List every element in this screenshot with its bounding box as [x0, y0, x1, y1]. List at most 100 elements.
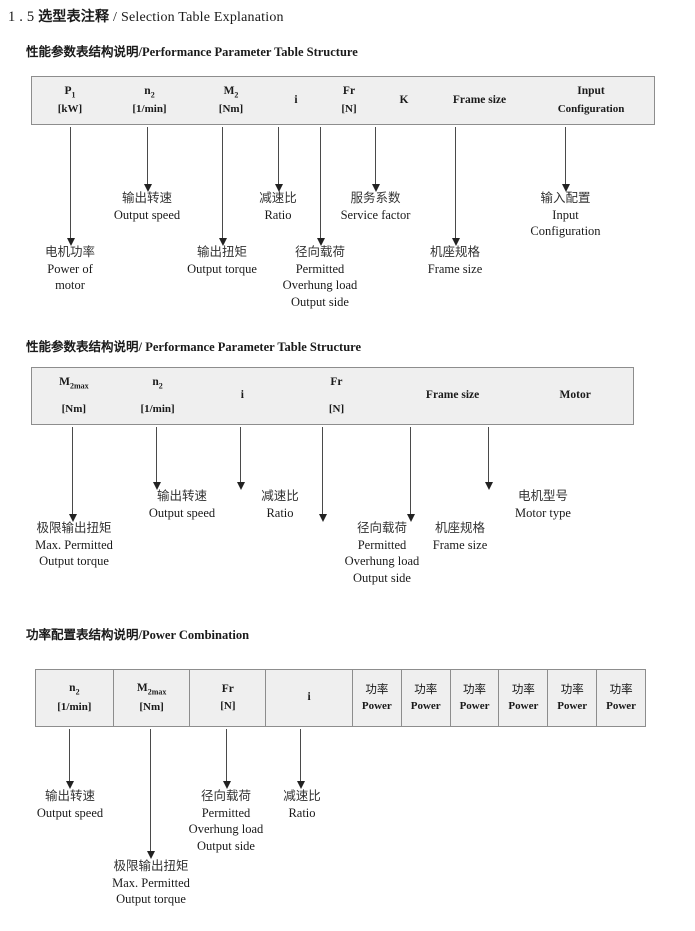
section-1-heading-separator: /: [138, 45, 142, 59]
annotation-overhung-load-1: 径向载荷 Permitted Overhung load Output side: [260, 244, 380, 311]
annotation-power-of-motor-en1: Power of: [47, 261, 93, 276]
annotation-output-speed-3: 输出转速 Output speed: [10, 788, 130, 821]
table1-col-m2: M2 [Nm]: [191, 77, 271, 124]
annotation-input-configuration-en1: Input: [552, 207, 579, 222]
arrow-to-input-configuration: [561, 127, 570, 192]
table3-col-power-4-cn: 功率: [511, 681, 535, 696]
annotation-input-configuration-en2: Configuration: [530, 224, 601, 239]
annotation-output-speed-1-cn: 输出转速: [121, 190, 172, 205]
annotation-motor-type-en: Motor type: [515, 505, 571, 520]
table2-col-n2-unit: [1/min]: [140, 403, 175, 416]
arrow-to-overhung-load-2: [318, 427, 327, 522]
table1-col-p1: P1 [kW]: [32, 77, 108, 124]
arrow-to-motor-type: [484, 427, 493, 490]
arrow-to-max-permitted-output-torque-2: [68, 427, 77, 522]
table3-col-fr-unit: [N]: [220, 700, 236, 713]
arrow-to-output-speed: [143, 127, 152, 192]
table2-col-frame-size: Frame size: [388, 368, 518, 424]
annotation-overhung-load-2: 径向载荷 Permitted Overhung load Output side: [322, 520, 442, 587]
table1-col-n2-symbol: n2: [144, 84, 155, 99]
annotation-service-factor-cn: 服务系数: [350, 190, 401, 205]
section-1-heading: 性能参数表结构说明/Performance Parameter Table St…: [26, 41, 358, 60]
annotation-frame-size-1-en: Frame size: [427, 261, 483, 276]
table3-col-power-5-cn: 功率: [560, 681, 584, 696]
annotation-ratio-2-cn: 减速比: [261, 488, 299, 503]
table1-col-frame-size: Frame size: [431, 77, 528, 124]
annotation-overhung-load-1-en3: Output side: [291, 294, 349, 309]
table3-col-i: i: [265, 670, 352, 726]
table1-col-n2: n2 [1/min]: [108, 77, 191, 124]
page-title: 1 . 5 选型表注释 / Selection Table Explanatio…: [8, 6, 284, 26]
arrow-to-output-speed-3: [65, 729, 74, 789]
arrow-to-service-factor: [371, 127, 380, 192]
table2-col-frame-size-label: Frame size: [425, 389, 480, 402]
page-title-number: 1 . 5: [8, 9, 35, 25]
annotation-overhung-load-2-en1: Permitted: [357, 537, 407, 552]
annotation-output-speed-2: 输出转速 Output speed: [122, 488, 242, 521]
annotation-ratio-3-cn: 减速比: [283, 788, 321, 803]
table3-col-power-6-en: Power: [606, 700, 637, 713]
arrow-to-frame-size: [451, 127, 460, 246]
table3-col-n2-unit: [1/min]: [57, 700, 92, 713]
table3-col-power-3-cn: 功率: [463, 681, 487, 696]
table2-col-i-symbol: i: [240, 389, 244, 402]
annotation-ratio-1-en: Ratio: [264, 207, 292, 222]
annotation-overhung-load-3-en2: Overhung load: [188, 822, 264, 837]
arrow-to-overhung-load-3: [222, 729, 231, 789]
table1-col-p1-unit: [kW]: [57, 103, 83, 116]
table2-col-motor: Motor: [517, 368, 633, 424]
annotation-ratio-3: 减速比 Ratio: [262, 788, 342, 821]
annotation-overhung-load-2-en2: Overhung load: [344, 554, 420, 569]
table3-col-power-2-en: Power: [410, 700, 441, 713]
table1-col-i-symbol: i: [294, 93, 298, 106]
table3-col-m2max-unit: [Nm]: [139, 700, 164, 713]
annotation-max-torque-3-en1: Max. Permitted: [112, 875, 190, 890]
annotation-power-of-motor: 电机功率 Power of motor: [20, 244, 120, 294]
annotation-max-torque-3-en2: Output torque: [116, 892, 186, 907]
annotation-output-torque-cn: 输出扭矩: [196, 244, 247, 259]
annotation-power-of-motor-en2: motor: [55, 278, 85, 293]
table1-col-m2-symbol: M2: [223, 84, 239, 99]
page-title-chinese: 选型表注释: [38, 9, 110, 25]
annotation-output-speed-2-en: Output speed: [148, 505, 216, 520]
table3-col-power-2-cn: 功率: [414, 681, 438, 696]
section-1-heading-chinese: 性能参数表结构说明: [26, 44, 139, 59]
table3-col-power-1-en: Power: [361, 700, 392, 713]
table2-col-m2max: M2max [Nm]: [32, 368, 116, 424]
table3-col-power-6: 功率 Power: [596, 670, 645, 726]
annotation-max-permitted-output-torque-2: 极限输出扭矩 Max. Permitted Output torque: [14, 520, 134, 570]
table2-col-fr-unit: [N]: [328, 402, 345, 415]
annotation-output-speed-1: 输出转速 Output speed: [87, 190, 207, 223]
annotation-output-speed-1-en: Output speed: [113, 207, 181, 222]
table1-col-input-configuration-line1: Input: [577, 85, 605, 98]
annotation-motor-type-cn: 电机型号: [517, 488, 568, 503]
table3-col-power-5: 功率 Power: [547, 670, 596, 726]
table2-col-n2: n2 [1/min]: [116, 368, 200, 424]
annotation-max-torque-3-cn: 极限输出扭矩: [113, 858, 189, 873]
arrow-to-output-torque: [218, 127, 227, 246]
annotation-overhung-load-1-cn: 径向载荷: [294, 244, 345, 259]
table3-col-fr-symbol: Fr: [221, 682, 234, 695]
table3-col-power-5-en: Power: [557, 700, 588, 713]
table3-col-power-6-cn: 功率: [609, 681, 633, 696]
annotation-input-configuration: 输入配置 Input Configuration: [508, 190, 623, 240]
page-title-separator: /: [113, 10, 118, 25]
table3-col-power-3: 功率 Power: [449, 670, 499, 726]
table1-col-k-symbol: K: [399, 93, 409, 106]
annotation-output-torque-en: Output torque: [187, 261, 257, 276]
table1-col-fr: Fr [N]: [321, 77, 377, 124]
annotation-overhung-load-3-en3: Output side: [197, 838, 255, 853]
annotation-overhung-load-2-cn: 径向载荷: [356, 520, 407, 535]
annotation-output-speed-2-cn: 输出转速: [156, 488, 207, 503]
annotation-overhung-load-3-cn: 径向载荷: [200, 788, 251, 803]
annotation-service-factor-en: Service factor: [340, 207, 411, 222]
annotation-frame-size-2-en: Frame size: [432, 537, 488, 552]
annotation-output-speed-3-cn: 输出转速: [44, 788, 95, 803]
section-3-heading: 功率配置表结构说明/Power Combination: [26, 624, 249, 643]
annotation-output-speed-3-en: Output speed: [36, 805, 104, 820]
table3-col-power-3-en: Power: [459, 700, 490, 713]
annotation-output-torque: 输出扭矩 Output torque: [162, 244, 282, 277]
table3-col-power-2: 功率 Power: [400, 670, 450, 726]
section-3-heading-separator: /: [138, 628, 142, 642]
